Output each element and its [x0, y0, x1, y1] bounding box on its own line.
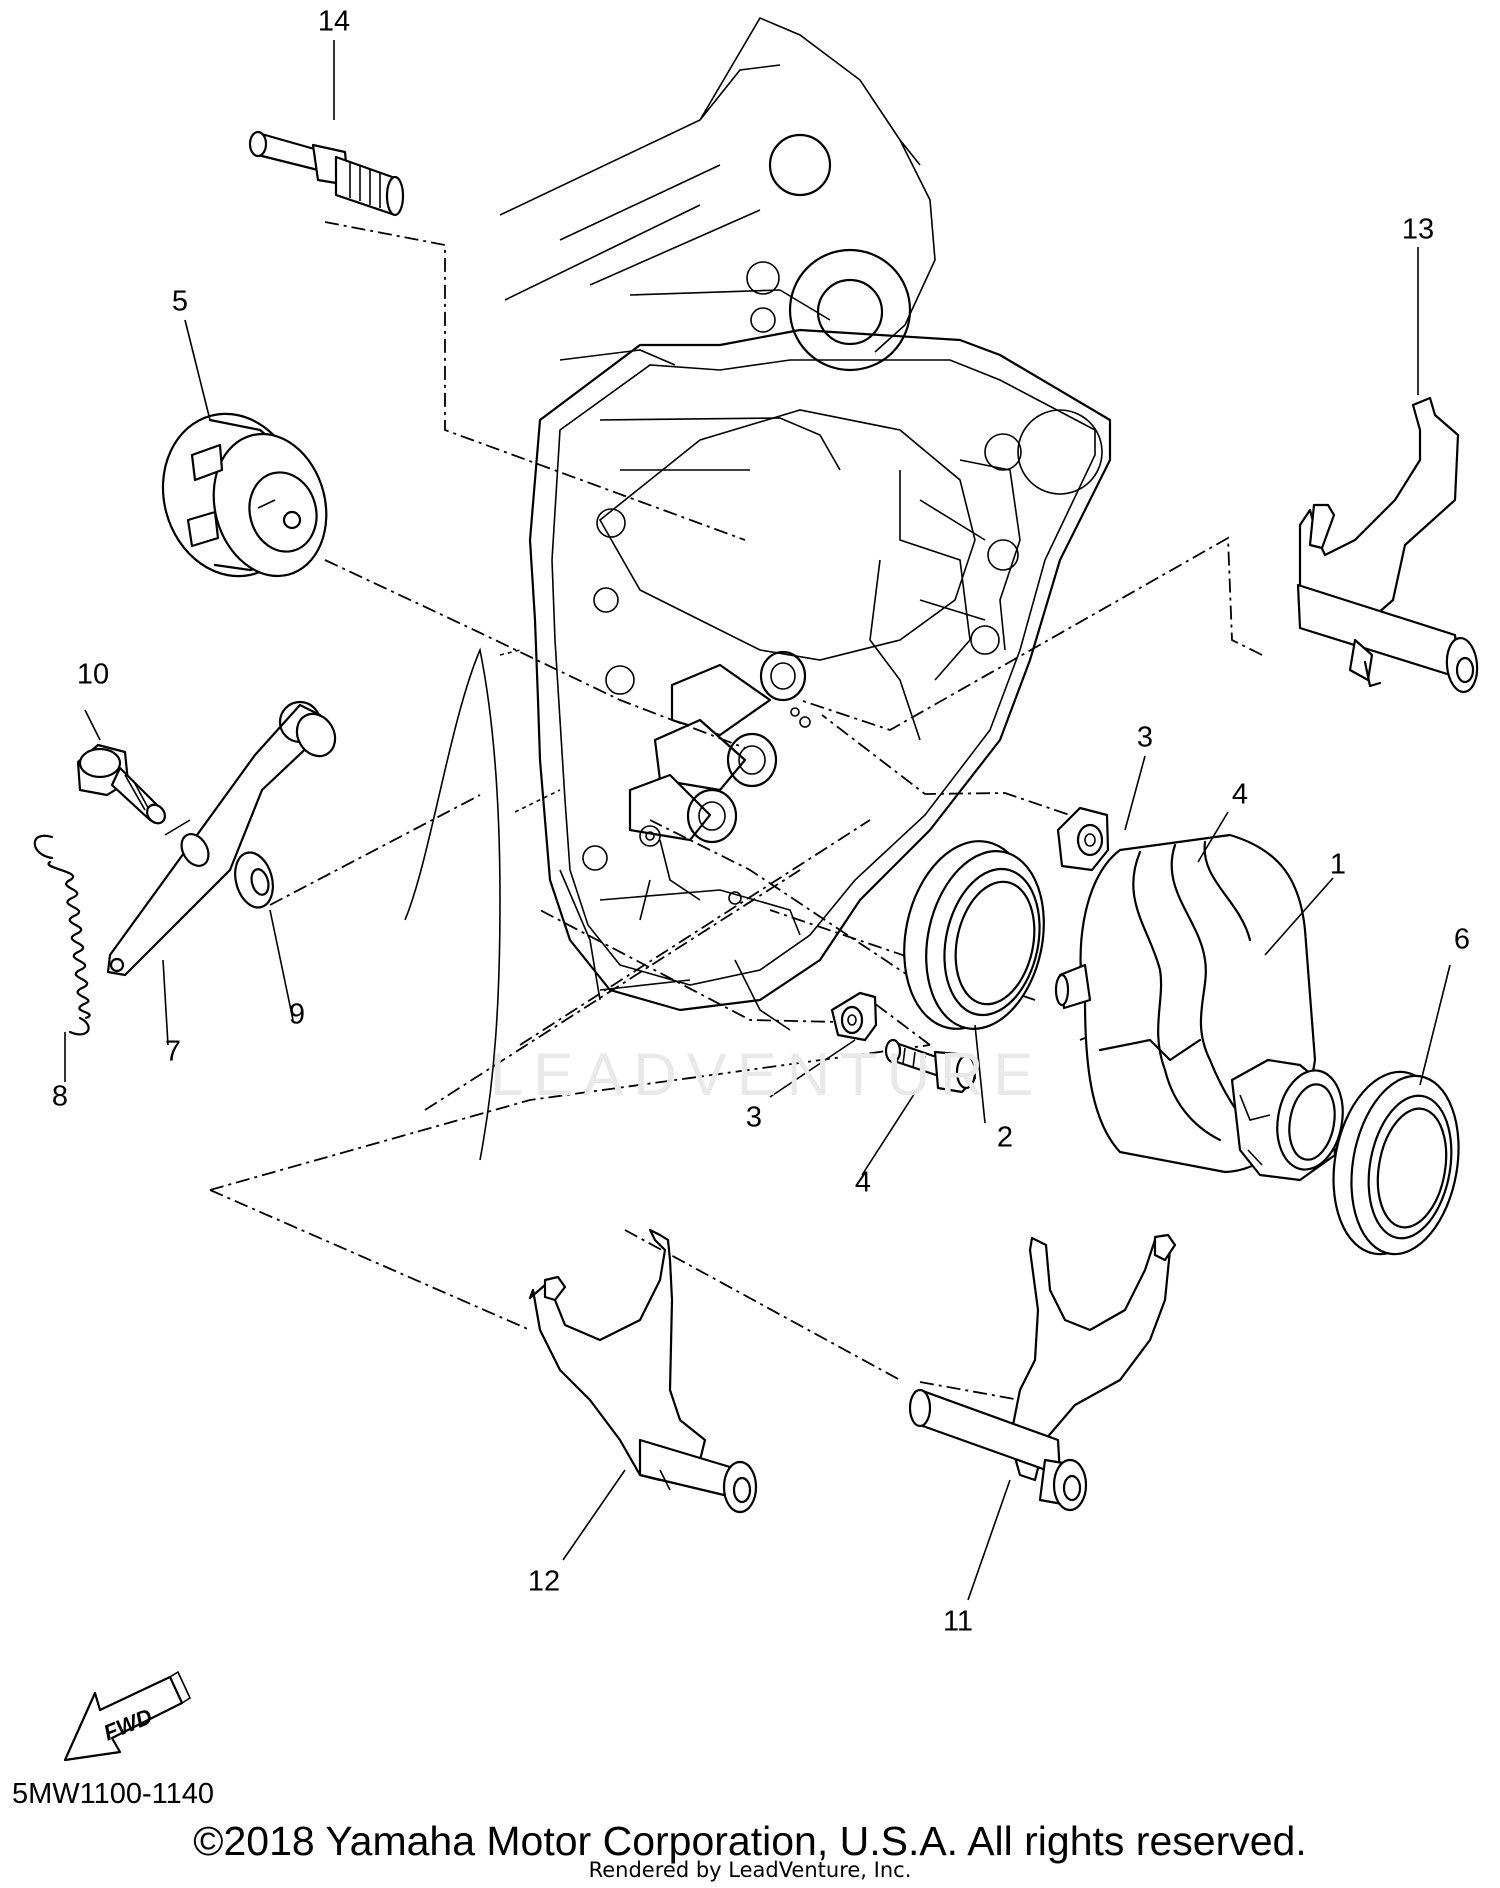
part-1-shift-drum: [1054, 833, 1344, 1182]
part-13-shift-fork: [1296, 396, 1479, 694]
part-3-stopper-upper: [1056, 806, 1110, 872]
part-7-shift-lever: [106, 700, 337, 977]
part-5-segment: [161, 412, 328, 578]
copyright-notice: ©2018 Yamaha Motor Corporation, U.S.A. A…: [193, 1818, 1307, 1864]
callout-14[interactable]: 14: [317, 5, 351, 38]
crankcase-outline: [499, 16, 1112, 1031]
diagram-code: 5MW1100-1140: [12, 1778, 215, 1810]
callout-3-lower[interactable]: 3: [745, 1101, 763, 1134]
callout-2[interactable]: 2: [996, 1121, 1014, 1154]
pointer-lines: [64, 40, 1451, 1601]
callout-3-upper[interactable]: 3: [1136, 721, 1154, 754]
part-11-shift-fork: [908, 1233, 1177, 1512]
callout-9[interactable]: 9: [288, 998, 306, 1031]
part-14-bolt: [248, 130, 405, 217]
part-10-bolt: [76, 743, 166, 825]
part-8-spring: [33, 834, 91, 1036]
callout-8[interactable]: 8: [51, 1080, 69, 1113]
part-6-bearing: [1332, 1070, 1460, 1256]
callout-4-lower[interactable]: 4: [854, 1166, 872, 1199]
rendered-by-credit: Rendered by LeadVenture, Inc.: [588, 1858, 912, 1882]
part-2-bearing: [903, 840, 1045, 1030]
part-4-screw-lower: [884, 1038, 977, 1094]
part-12-shift-fork: [528, 1228, 758, 1514]
part-3-stopper-lower: [830, 991, 878, 1042]
callout-6[interactable]: 6: [1453, 923, 1471, 956]
fwd-arrow-icon: [63, 1670, 192, 1762]
callout-5[interactable]: 5: [171, 285, 189, 318]
callout-10[interactable]: 10: [76, 658, 110, 691]
part-9-washer: [234, 851, 274, 909]
callout-7[interactable]: 7: [164, 1035, 182, 1068]
callout-11[interactable]: 11: [942, 1605, 974, 1638]
case-arc: [404, 647, 501, 1161]
callout-13[interactable]: 13: [1401, 213, 1435, 246]
callout-4-upper[interactable]: 4: [1231, 778, 1249, 811]
callout-1[interactable]: 1: [1329, 848, 1347, 881]
callout-12[interactable]: 12: [527, 1565, 561, 1598]
watermark: LEADVENTURE: [490, 1041, 1044, 1108]
